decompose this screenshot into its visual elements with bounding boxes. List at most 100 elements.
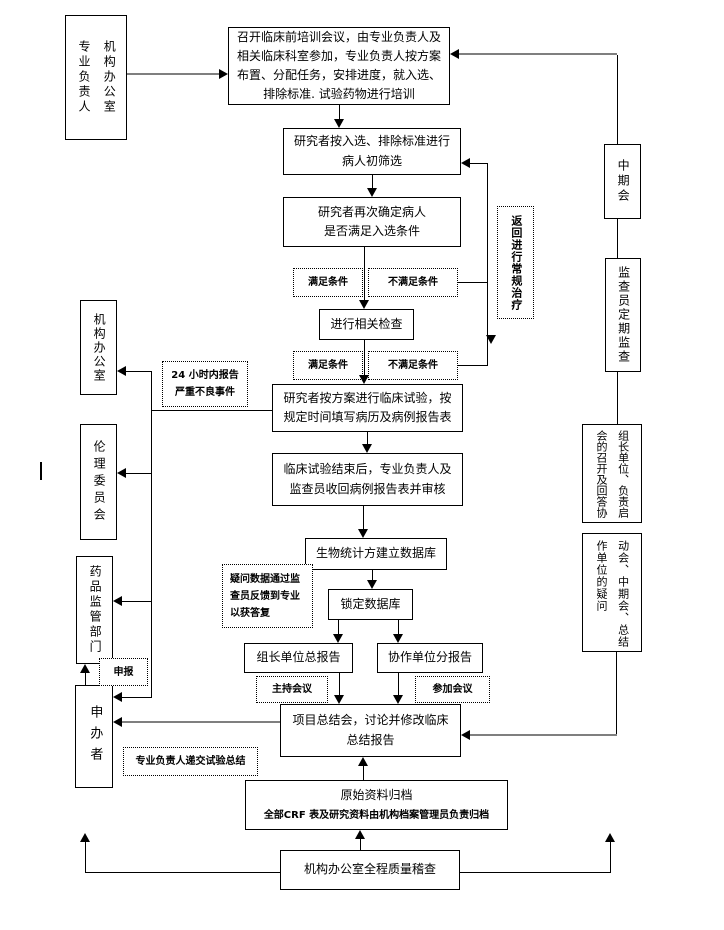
connector-line: [339, 673, 340, 695]
label-submit-trial-summary: 专业负责人递交试验总结: [123, 747, 258, 776]
node-patient-prescreening: 研究者按入选、排除标准进行 病人初筛选: [283, 128, 461, 175]
connector-line: [364, 340, 365, 375]
arrowhead-right: [219, 69, 228, 79]
node-label: 机构办公室: [102, 40, 117, 115]
node-quality-audit: 机构办公室全程质量稽查: [280, 850, 460, 890]
node-monitor-periodic-check: 监查员定期监查: [605, 258, 641, 372]
connector-line: [122, 697, 152, 698]
arrowhead-down: [393, 695, 403, 704]
arrowhead-left: [450, 49, 459, 59]
arrowhead-left: [117, 468, 126, 478]
connector-line: [364, 247, 365, 300]
arrowhead-down: [362, 444, 372, 453]
connector-line: [470, 734, 617, 736]
node-label: 申办者: [87, 705, 103, 768]
connector-line: [458, 282, 488, 283]
node-confirm-eligibility: 研究者再次确定病人 是否满足入选条件: [283, 197, 461, 247]
node-lock-database: 锁定数据库: [328, 589, 413, 620]
arrowhead-down: [393, 634, 403, 643]
node-label: 动会、中期会、总结: [616, 540, 630, 648]
node-biostat-database: 生物统计方建立数据库: [305, 538, 447, 570]
arrowhead-left: [113, 692, 122, 702]
arrowhead-down: [359, 375, 369, 384]
node-label: 专业负责人: [77, 40, 91, 115]
arrowhead-left: [461, 158, 470, 168]
archive-title: 原始资料归档: [340, 788, 413, 803]
connector-line: [151, 410, 272, 411]
label-not-satisfy-condition-1: 不满足条件: [368, 268, 458, 297]
arrowhead-up: [80, 833, 90, 842]
node-org-office: 机构办公室: [80, 300, 117, 395]
label-host-meeting: 主持会议: [256, 676, 328, 703]
arrowhead-left: [113, 596, 122, 606]
node-pre-trial-training: 召开临床前培训会议，由专业负责人及 相关临床科室参加，专业负责人按方案 布置、分…: [228, 27, 450, 105]
node-label: 会的召开及回答协: [595, 429, 608, 518]
node-org-office-director: 专业负责人 机构办公室: [65, 15, 127, 140]
node-lead-unit-report: 组长单位总报告: [244, 643, 353, 673]
arrowhead-down: [367, 188, 377, 197]
node-collect-crf: 临床试验结束后，专业负责人及 监查员收回病例报告表并审核: [272, 453, 463, 506]
node-midterm-meeting: 中期会: [604, 144, 641, 219]
connector-line: [127, 73, 219, 75]
connector-line: [458, 365, 488, 366]
arrowhead-down: [334, 695, 344, 704]
connector-line: [360, 839, 361, 850]
arrowhead-up: [358, 757, 368, 766]
arrowhead-left: [113, 717, 122, 727]
node-conduct-trial: 研究者按方案进行临床试验，按 规定时间填写病历及病例报告表: [272, 384, 463, 432]
arrowhead-down: [358, 529, 368, 538]
arrowhead-left: [461, 730, 470, 740]
connector-line: [398, 673, 399, 695]
node-ethics-committee: 伦理委员会: [80, 424, 117, 540]
label-declare: 申报: [99, 658, 148, 686]
node-related-examination: 进行相关检查: [319, 309, 414, 340]
connector-line: [610, 842, 611, 873]
vertical-text-columns: 作单位的疑问 动会、中期会、总结: [592, 540, 631, 648]
node-sponsor: 申办者: [75, 685, 113, 788]
arrowhead-up: [80, 664, 90, 673]
connector-line: [151, 371, 152, 697]
connector-line: [122, 601, 152, 602]
label-return-conventional-treatment: 返回进行常规治疗: [497, 206, 534, 319]
connector-line: [617, 372, 618, 424]
label-satisfy-condition-1: 满足条件: [293, 268, 363, 297]
node-drug-regulatory-dept: 药品监管部门: [76, 556, 113, 664]
node-label: 伦理委员会: [92, 439, 107, 525]
archive-subtitle: 全部CRF 表及研究资料由机构档案管理员负责归档: [263, 809, 490, 821]
arrowhead-up: [605, 833, 615, 842]
node-label: 组长单位、负责启: [616, 429, 630, 518]
label-not-satisfy-condition-2: 不满足条件: [368, 351, 458, 380]
connector-line: [617, 55, 618, 144]
connector-line: [372, 175, 373, 188]
connector-line: [122, 721, 280, 723]
label-text: 返回进行常规治疗: [509, 214, 523, 311]
connector-line: [372, 570, 373, 580]
node-label: 作单位的疑问: [595, 540, 608, 612]
node-label: 监查员定期监查: [616, 266, 631, 364]
label-satisfy-condition-2: 满足条件: [293, 351, 363, 380]
node-archive: 原始资料归档 全部CRF 表及研究资料由机构档案管理员负责归档: [245, 780, 508, 830]
arrowhead-left: [117, 366, 126, 376]
connector-line: [398, 620, 399, 634]
connector-line: [126, 371, 151, 372]
node-label: 中期会: [616, 159, 631, 204]
arrowhead-down: [359, 300, 369, 309]
label-report-24h-adverse-events: 24 小时内报告 严重不良事件: [162, 361, 248, 407]
connector-line: [459, 53, 617, 55]
connector-line: [487, 163, 488, 365]
connector-line: [85, 673, 86, 685]
connector-line: [339, 105, 340, 119]
vertical-text-columns: 会的召开及回答协 组长单位、负责启: [592, 430, 631, 518]
connector-line: [363, 506, 364, 529]
node-label: 药品监管部门: [88, 565, 103, 655]
node-collab-unit-report: 协作单位分报告: [377, 643, 483, 673]
label-data-query-feedback: 疑问数据通过监 查员反馈到专业 以获答复: [222, 564, 313, 628]
connector-line: [617, 219, 618, 258]
connector-line: [367, 432, 368, 444]
label-attend-meeting: 参加会议: [415, 676, 490, 703]
node-project-summary-meeting: 项目总结会，讨论并修改临床 总结报告: [280, 704, 461, 757]
return-flow-arrowhead: [486, 335, 496, 344]
tick-mark: [40, 462, 42, 480]
connector-line: [85, 872, 280, 873]
